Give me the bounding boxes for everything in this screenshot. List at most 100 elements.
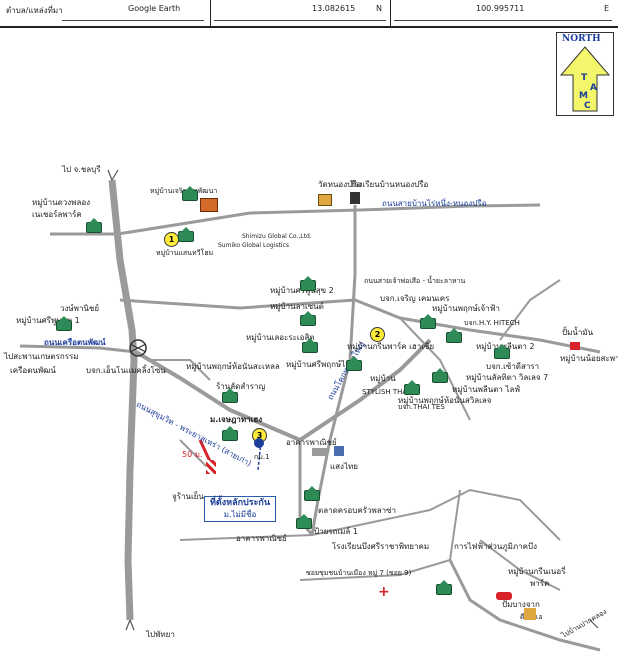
village-house-icon: [432, 368, 448, 383]
place-dist50: 50 ม.: [182, 450, 203, 459]
place-arcade: อาคารพาณิชย์: [286, 438, 337, 447]
village-house-icon: [436, 580, 452, 595]
road-label-to-chonburi: ไป จ.ชลบุรี: [62, 165, 101, 174]
place-arcade2: อาคารพาณิชย์: [236, 534, 287, 543]
place-sirichai: หมู่บ้านลัลทิตา วิลเลจ 7: [466, 373, 549, 382]
longitude-direction: E: [604, 4, 610, 13]
place-village-city: หมู่บ้านเลอะระเอสิต: [246, 333, 315, 342]
place-nongyai-school: โรงเรียนบึงศรีราชาพิทยาคม: [332, 542, 430, 551]
north-compass: NORTH T A M C: [556, 32, 614, 116]
place-lindarak: บจก.เซ้าดีสารา: [486, 362, 540, 371]
road-label-krittapat: ถนนเครือตนพัฒน์: [44, 338, 106, 347]
location-badge-2: 2: [370, 327, 385, 342]
latitude-value: 13.082615: [312, 4, 356, 13]
place-kwan-mueang: หมู่บ้านดวงพลอง: [32, 198, 91, 207]
village-house-icon: [296, 514, 312, 529]
place-nongpru-temple: วัดหนองปรือ: [318, 180, 362, 189]
village-house-icon: [346, 356, 362, 371]
village-house-icon: [178, 227, 194, 242]
place-wangpanit: วงษ์พานิชย์: [60, 304, 100, 313]
place-charoenpat: เครือตนพัฒน์: [10, 366, 56, 375]
place-sangthai: แสงไทย: [330, 462, 358, 471]
place-priya: หมู่บ้านพลีนตา ไลฟ์: [452, 385, 521, 394]
road-label-soi: ซอยชุมชนบ้านเมือง หมู่ 7 (ซอย 9): [306, 569, 412, 577]
road-label-to-pattaya: ไปพัทยา: [146, 630, 175, 639]
place-senniyong: เนเชอร์ลพาร์ค: [32, 210, 82, 219]
target-pin-icon: [254, 438, 264, 448]
north-label: NORTH: [562, 34, 601, 44]
village-house-icon: [404, 380, 420, 395]
place-pruek-village: หมู่บ้านพฤกษ์เจ้าฟ้า: [432, 304, 500, 313]
place-sripoon1: หมู่บ้านศรีพูนสุข 1: [16, 316, 80, 325]
place-label: ตำบล/แหล่งที่มา: [6, 6, 63, 15]
barrier-icon: [206, 460, 216, 474]
source-value: Google Earth: [128, 4, 181, 13]
village-house-icon: [222, 388, 238, 403]
place-sunset-market: การไฟฟ้าส่วนภูมิภาคบึง: [454, 542, 537, 551]
hospital-cross-icon: +: [378, 584, 390, 600]
building-icon: [312, 448, 328, 456]
village-house-icon: [222, 426, 238, 441]
place-pruksa: หมู่บ้านพฤกษ์ห้อนันสะเหลล: [186, 362, 280, 371]
school-icon: [350, 192, 360, 204]
road-label-aunt: ถนนสายเจ้าพ่อเสือ - น้ำยะลาหาน: [364, 277, 466, 285]
place-green-park: หมู่บ้านกรีนเนอรี่: [508, 567, 566, 576]
place-km1: กม.1: [254, 453, 270, 461]
place-bjk-left: บจก.เอ็นโนแมคลิ้งโซน: [86, 366, 166, 375]
place-bjk-chaerel: บจก.เจริญ เคมนเคร: [380, 294, 450, 303]
place-nongrangsai: หมู่บ้านน้อยสะพาน: [560, 354, 618, 363]
place-sumitomo: Sumiko Global Logistics: [218, 242, 289, 249]
village-house-icon: [304, 486, 320, 501]
place-baan-village: หมู่บ้าน: [370, 374, 396, 383]
compass-letter-t: T: [581, 73, 588, 83]
fuel-station-icon: [570, 342, 580, 350]
place-m-cheap: ม.เจษฎาทาเฮง: [210, 415, 263, 424]
place-siam-country: หมู่บ้านศรีพฤกษ์ไชยา: [286, 360, 360, 369]
longitude-value: 100.995711: [476, 4, 525, 13]
place-bjk-thai: บจก.THAI TES: [398, 403, 445, 411]
gas-pump-icon: [524, 608, 536, 620]
place-stylish: STYLISH THAI: [362, 388, 410, 396]
place-bj-hitech: บจก.H.Y. HITECH: [464, 319, 520, 327]
north-arrow-icon: [559, 46, 611, 112]
place-park-label: พาร์ค: [530, 579, 550, 588]
village-house-icon: [300, 311, 316, 326]
place-kaset-cross: ไปสะพานเกษตรกรรม: [4, 352, 79, 361]
car-icon: [496, 592, 512, 600]
place-good-country: หมู่บ้านกรีนพาร์ค เฮาเซีย: [347, 342, 435, 351]
compass-letter-m: M: [579, 91, 588, 101]
collateral-location-box: ที่ตั้งหลักประกัน ม.ไม่มีชื่อ: [204, 496, 276, 522]
compass-letter-a: A: [590, 83, 597, 93]
village-house-icon: [86, 218, 102, 233]
place-market: ตลาดครอบครัวพลาซ่า: [318, 506, 397, 515]
village-house-icon: [302, 338, 318, 353]
place-tutu: ป้ายรถเมล์ 1: [314, 527, 358, 536]
collateral-line2: ม.ไม่มีชื่อ: [223, 510, 257, 519]
pagoda-icon: [318, 194, 332, 206]
place-lasaen: หมู่บ้านลาเซนต์: [270, 302, 324, 311]
place-shop-salayu: ร้านลัดสำราญ: [216, 382, 266, 391]
compass-letter-c: C: [584, 101, 591, 111]
collateral-line1: ที่ตั้งหลักประกัน: [209, 498, 271, 508]
village-house-icon: [494, 344, 510, 359]
place-pruek-sua: หมู่บ้านพฤกษ์ห้อนันสวิลเลจ: [398, 396, 492, 405]
shop-icon: [334, 446, 344, 456]
village-house-icon: [300, 276, 316, 291]
location-badge-1: 1: [164, 232, 179, 247]
place-shimizu: Shimizu Global Co.,Ltd.: [242, 233, 312, 240]
village-house-icon: [420, 314, 436, 329]
coordinates-header: ตำบล/แหล่งที่มา Google Earth 13.082615 N…: [0, 0, 618, 28]
village-house-icon: [182, 186, 198, 201]
highway-road: [108, 179, 138, 621]
road-label-nongpru: ถนนสายบ้านไร่หนึ่ง-หนองปรือ: [382, 199, 487, 208]
village-house-icon: [56, 316, 72, 331]
place-nongpru-school: โรงเรียนบ้านหนองปรือ: [350, 180, 429, 189]
village-house-icon: [446, 328, 462, 343]
place-tawee: หมู่บ้านแสนทวีโฮม: [156, 249, 214, 257]
latitude-direction: N: [376, 4, 382, 13]
temple-icon: [200, 198, 218, 212]
place-gas-station: ปั๊มบางจาก: [502, 600, 540, 609]
place-drug-store: จูร้านเย็น: [172, 492, 204, 501]
place-chill: ปั้มน้ำมัน: [562, 328, 594, 337]
